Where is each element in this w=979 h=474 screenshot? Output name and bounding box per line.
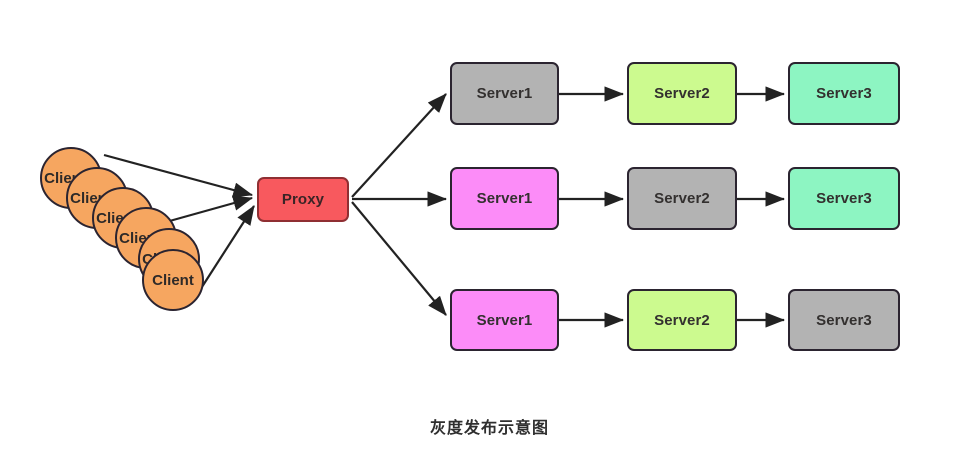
row-3-server-1[interactable]: Server1: [450, 289, 559, 351]
edge-proxy-to-server-1: [351, 93, 447, 198]
server-label: Server2: [654, 190, 710, 207]
client-label: Client: [152, 271, 194, 289]
server-label: Server3: [816, 311, 872, 329]
edge-proxy-to-server-3: [351, 201, 447, 316]
server-label: Server1: [476, 85, 533, 102]
row-2-server-3[interactable]: Server3: [788, 167, 900, 230]
server-label: Server3: [816, 190, 872, 207]
edge-client-to-proxy-2: [165, 195, 254, 224]
proxy-label: Proxy: [281, 191, 325, 208]
proxy-node[interactable]: Proxy: [257, 177, 349, 222]
server-label: Server2: [654, 85, 710, 102]
edges-proxy-to-servers: [351, 93, 448, 316]
row-3-server-3[interactable]: Server3: [788, 289, 900, 351]
row-2-server-1[interactable]: Server1: [450, 167, 559, 230]
edge-client-to-proxy-3: [199, 205, 255, 291]
row-1-server-1[interactable]: Server1: [450, 62, 559, 125]
diagram-caption: 灰度发布示意图: [429, 420, 549, 437]
server-label: Server3: [816, 85, 872, 102]
server-label: Server1: [476, 190, 533, 207]
row-3-server-2[interactable]: Server2: [627, 289, 737, 351]
row-1-server-3[interactable]: Server3: [788, 62, 900, 125]
client-node-6[interactable]: Client: [142, 249, 204, 311]
server-label: Server1: [476, 311, 533, 329]
row-2-server-2[interactable]: Server2: [627, 167, 737, 230]
row-1-server-2[interactable]: Server2: [627, 62, 737, 125]
server-label: Server2: [654, 311, 710, 329]
